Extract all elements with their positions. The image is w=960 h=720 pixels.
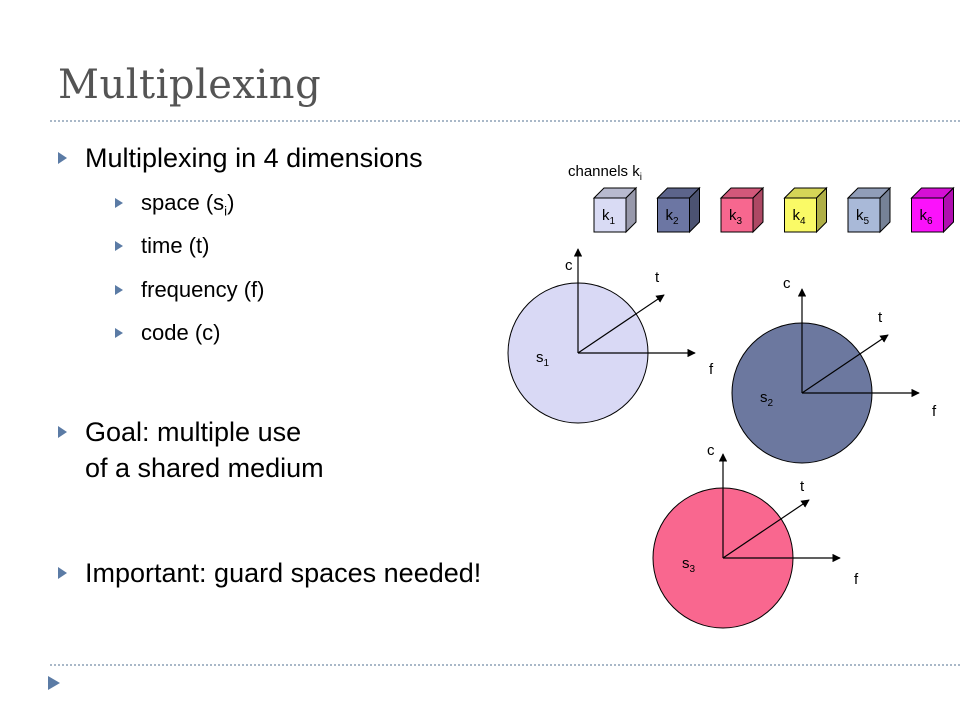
- bullet-guard-spaces: Important: guard spaces needed!: [58, 555, 481, 591]
- space-label: s2: [760, 389, 774, 409]
- bullet-arrow-icon: [58, 426, 67, 438]
- space-label: s3: [682, 555, 696, 575]
- channel-label: k2: [666, 207, 680, 227]
- time-axis: [577, 294, 665, 354]
- channel-label: k6: [920, 207, 934, 227]
- channel-cube-k5: k5: [846, 186, 892, 234]
- bullet-list: Multiplexing in 4 dimensions space (si) …: [58, 140, 481, 591]
- channel-cube-k4: k4: [783, 186, 828, 234]
- space-s2: c t f s2: [731, 275, 937, 464]
- axis-label-t: t: [655, 269, 660, 286]
- channel-cube-k2: k2: [656, 186, 701, 234]
- axis-label-f: f: [709, 361, 714, 378]
- channel-label: k1: [602, 207, 616, 227]
- bullet-arrow-icon: [115, 328, 123, 338]
- sub-bullet-space: space (si): [115, 189, 234, 225]
- channel-cube-k3: k3: [719, 186, 765, 234]
- channel-label: k5: [856, 207, 870, 227]
- bullet-arrow-icon: [115, 285, 123, 295]
- sub-bullet-time: time (t): [115, 232, 209, 260]
- axis-label-c: c: [565, 257, 573, 274]
- title-separator: [50, 120, 960, 122]
- sub-bullet-text: frequency (f): [141, 277, 265, 302]
- bullet-text: Multiplexing in 4 dimensions: [85, 143, 423, 173]
- axis-label-t: t: [878, 309, 883, 326]
- sub-bullet-text: space (si): [141, 190, 235, 219]
- space-s1: c t f s1: [507, 248, 714, 424]
- footer-separator: [50, 664, 960, 666]
- axis-label-f: f: [932, 403, 937, 420]
- sub-bullet-text: code (c): [141, 320, 221, 345]
- space-label: s1: [536, 349, 550, 369]
- channel-label: k4: [793, 207, 807, 227]
- space-circles: c t f s1 c t f s2 c t f s3: [507, 248, 937, 629]
- sub-bullet-frequency: frequency (f): [115, 276, 265, 304]
- bullet-arrow-icon: [58, 152, 67, 164]
- axis-label-c: c: [783, 275, 791, 292]
- slide-title: Multiplexing: [58, 62, 322, 108]
- time-axis: [722, 499, 810, 559]
- bullet-arrow-icon: [115, 241, 123, 251]
- axis-label-t: t: [800, 478, 805, 495]
- sub-bullet-code: code (c): [115, 319, 220, 347]
- axis-label-c: c: [707, 442, 715, 459]
- channels-label: channels ki: [568, 163, 642, 183]
- bullet-arrow-icon: [115, 198, 123, 208]
- corner-arrow-icon: [48, 676, 60, 690]
- channel-label: k3: [729, 207, 743, 227]
- bullet-dimensions: Multiplexing in 4 dimensions: [58, 140, 423, 176]
- sub-bullet-text: time (t): [141, 233, 210, 258]
- channel-cube-k1: k1: [592, 186, 638, 234]
- axis-label-f: f: [854, 571, 859, 588]
- space-s3: c t f s3: [652, 442, 859, 629]
- time-axis: [801, 334, 889, 394]
- bullet-arrow-icon: [58, 567, 67, 579]
- bullet-text: Important: guard spaces needed!: [85, 558, 482, 588]
- channel-cube-k6: k6: [910, 186, 955, 234]
- channel-cubes: k1 k2 k3 k4 k5 k6: [592, 186, 955, 234]
